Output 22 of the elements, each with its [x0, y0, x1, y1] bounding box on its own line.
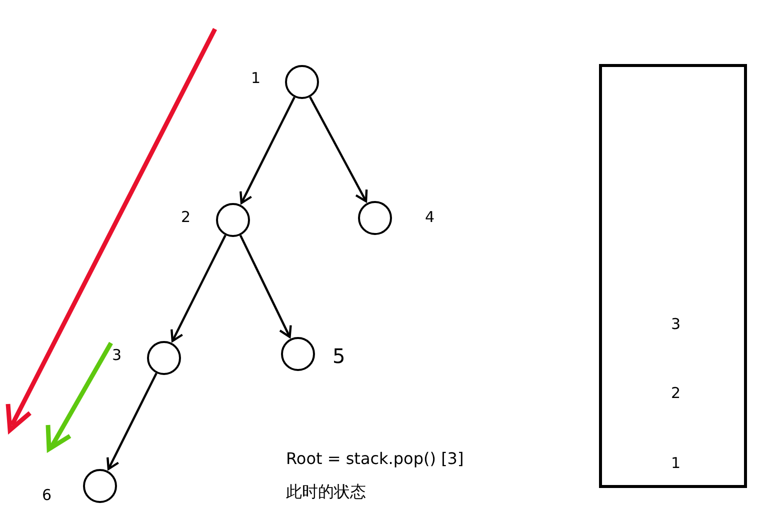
node-number: 4: [425, 210, 435, 224]
note-text: 此时的状态: [286, 484, 366, 500]
node-number: 2: [181, 210, 191, 224]
arrow: [170, 234, 226, 342]
node-number: 6: [42, 488, 52, 502]
node-number: 5: [332, 346, 346, 366]
arrow: [106, 372, 158, 470]
stack-item: 1: [671, 456, 681, 470]
tree-node-circle: [216, 203, 250, 237]
tree-node-circle: [285, 65, 319, 99]
node-number: 1: [251, 70, 261, 86]
arrow: [309, 96, 368, 202]
node-number: 3: [112, 348, 122, 362]
stack-box: [599, 64, 747, 488]
tree-node-circle: [358, 201, 392, 235]
tree-node-circle: [147, 341, 181, 375]
tree-node-circle: [83, 469, 117, 503]
code-text: Root = stack.pop() [3]: [286, 451, 464, 467]
tree-node-circle: [281, 337, 315, 371]
stack-item: 3: [671, 316, 681, 332]
stack-item: 2: [671, 386, 681, 400]
arrow: [239, 234, 292, 338]
